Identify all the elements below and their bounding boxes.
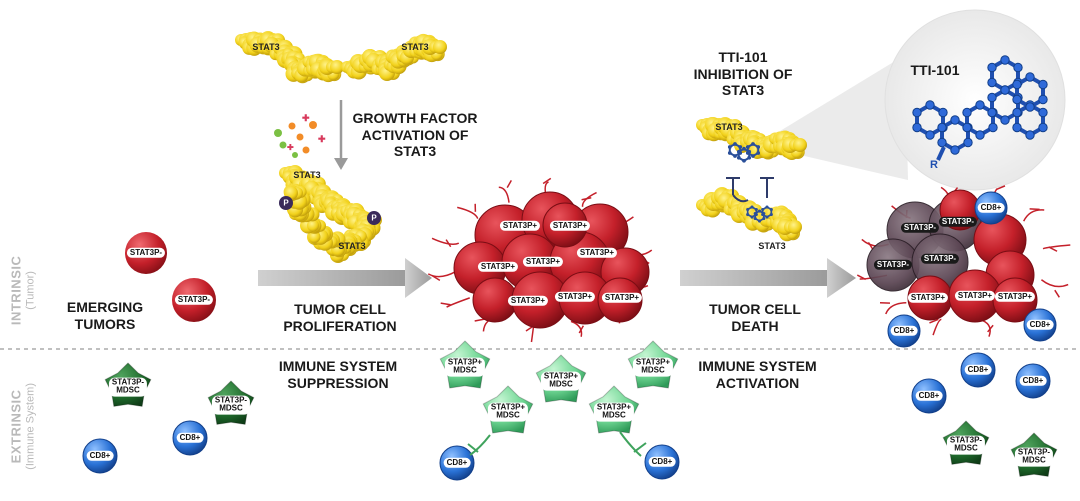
mdsc-tag: STAT3P-MDSC <box>211 395 251 415</box>
suppression-inhibition-bars <box>467 431 647 457</box>
phosphate-left <box>279 196 293 210</box>
svg-text:✚: ✚ <box>302 113 310 123</box>
mdsc-status-text: STAT3P+ <box>543 371 579 381</box>
stat3p-positive-tag: STAT3P+ <box>907 292 949 304</box>
stat3p-positive-tag: STAT3P+ <box>522 256 564 268</box>
stat3-label: STAT3 <box>715 122 743 132</box>
cd8-tag: CD8+ <box>890 325 918 337</box>
cd8-tag: CD8+ <box>443 457 471 469</box>
stat3p-positive-tag: STAT3P+ <box>576 247 618 259</box>
stat3p-positive-tag: STAT3P+ <box>994 291 1036 303</box>
stat3p-negative-tag: STAT3P- <box>938 216 978 228</box>
molecule-r-group-label: R <box>930 159 938 171</box>
arrow-growth-down <box>334 100 348 170</box>
mdsc-status-text: STAT3P+ <box>490 402 526 412</box>
stat3-protein-activated-dimer <box>279 165 382 263</box>
mdsc-tag: STAT3P+MDSC <box>593 402 635 422</box>
stat3p-positive-tag: STAT3P+ <box>554 291 596 303</box>
callout-circle <box>884 9 1066 191</box>
stat3p-negative-tag: STAT3P- <box>126 247 166 259</box>
mdsc-status-text: STAT3P+ <box>635 357 671 367</box>
growth-factor-label: GROWTH FACTOR ACTIVATION OF STAT3 <box>352 110 478 160</box>
tti101-molecule-large <box>912 55 1048 161</box>
mdsc-type-text: MDSC <box>116 386 140 395</box>
stat3-label: STAT3 <box>338 241 366 251</box>
mdsc-type-text: MDSC <box>602 411 626 420</box>
phosphate-right <box>367 211 381 225</box>
cd8-tag: CD8+ <box>977 202 1005 214</box>
mdsc-status-text: STAT3P- <box>949 435 983 445</box>
mdsc-type-text: MDSC <box>496 411 520 420</box>
immune-suppression-label: IMMUNE SYSTEM SUPPRESSION <box>278 358 398 391</box>
intrinsic-title: INTRINSIC <box>8 255 24 326</box>
stat3-label: STAT3 <box>401 42 429 52</box>
cd8-tag: CD8+ <box>86 450 114 462</box>
mdsc-tag: STAT3P-MDSC <box>946 435 986 455</box>
mdsc-tag: STAT3P+MDSC <box>540 371 582 391</box>
svg-text:✚: ✚ <box>318 134 326 144</box>
stat3p-negative-tag: STAT3P- <box>900 222 940 234</box>
mdsc-status-text: STAT3P+ <box>447 357 483 367</box>
side-label-intrinsic: INTRINSIC (Tumor) <box>9 245 38 335</box>
tti101-callout-label: TTI-101 <box>910 62 960 78</box>
intrinsic-subtitle: (Tumor) <box>24 271 37 310</box>
svg-text:✚: ✚ <box>287 143 294 152</box>
stat3-proteins <box>235 31 807 263</box>
stat3-protein-inactive-2 <box>341 33 447 81</box>
stat3p-positive-tag: STAT3P+ <box>499 220 541 232</box>
stat3-label: STAT3 <box>758 241 786 251</box>
stat3-label: STAT3 <box>252 42 280 52</box>
mdsc-type-text: MDSC <box>1022 456 1046 465</box>
mdsc-type-text: MDSC <box>641 366 665 375</box>
tumor-proliferation-label: TUMOR CELL PROLIFERATION <box>283 301 397 334</box>
mdsc-type-text: MDSC <box>219 404 243 413</box>
stat3p-positive-tag: STAT3P+ <box>601 292 643 304</box>
stat3p-negative-tag: STAT3P- <box>174 294 214 306</box>
mdsc-type-text: MDSC <box>453 366 477 375</box>
phosphate-label: P <box>371 213 377 223</box>
mdsc-status-text: STAT3P- <box>1017 447 1051 457</box>
arrow-to-death <box>680 258 856 298</box>
mdsc-tag: STAT3P+MDSC <box>444 357 486 377</box>
tti101-molecules-small <box>727 142 773 223</box>
growth-factor-particles: ✚ ✚ ✚ <box>274 113 326 158</box>
mdsc-tag: STAT3P+MDSC <box>487 402 529 422</box>
mdsc-tag: STAT3P-MDSC <box>1014 447 1054 467</box>
arrow-to-proliferation <box>258 258 432 298</box>
stat3p-positive-tag: STAT3P+ <box>954 290 996 302</box>
cd8-tag: CD8+ <box>1026 319 1054 331</box>
cd8-tag: CD8+ <box>648 456 676 468</box>
mdsc-tag: STAT3P-MDSC <box>108 377 148 397</box>
tumor-death-label: TUMOR CELL DEATH <box>709 301 801 334</box>
stat3-label: STAT3 <box>293 170 321 180</box>
stat3p-positive-tag: STAT3P+ <box>477 261 519 273</box>
mdsc-tag: STAT3P+MDSC <box>632 357 674 377</box>
tti101-inhibition-label: TTI-101 INHIBITION OF STAT3 <box>693 49 793 99</box>
mdsc-status-text: STAT3P+ <box>596 402 632 412</box>
extrinsic-subtitle: (Immune System) <box>24 383 37 470</box>
stat3p-positive-tag: STAT3P+ <box>549 220 591 232</box>
emerging-tumors-label: EMERGING TUMORS <box>66 299 144 332</box>
inhibition-connectors <box>726 177 774 203</box>
mdsc-type-text: MDSC <box>549 380 573 389</box>
stat3-protein-inhibited-1 <box>696 117 807 160</box>
mdsc-status-text: STAT3P- <box>111 377 145 387</box>
cd8-tag: CD8+ <box>915 390 943 402</box>
immune-activation-label: IMMUNE SYSTEM ACTIVATION <box>698 358 817 391</box>
stat3p-negative-tag: STAT3P- <box>873 259 913 271</box>
tumor-mass-proliferation <box>453 191 650 329</box>
side-label-extrinsic: EXTRINSIC (Immune System) <box>9 361 38 491</box>
stat3p-positive-tag: STAT3P+ <box>507 295 549 307</box>
cd8-tag: CD8+ <box>176 432 204 444</box>
extrinsic-title: EXTRINSIC <box>8 389 24 464</box>
cd8-tag: CD8+ <box>964 364 992 376</box>
stat3p-negative-tag: STAT3P- <box>920 253 960 265</box>
phosphate-label: P <box>283 198 289 208</box>
stat3-protein-inactive-1 <box>235 31 344 84</box>
mdsc-status-text: STAT3P- <box>214 395 248 405</box>
cd8-tag: CD8+ <box>1019 375 1047 387</box>
mdsc-type-text: MDSC <box>954 444 978 453</box>
